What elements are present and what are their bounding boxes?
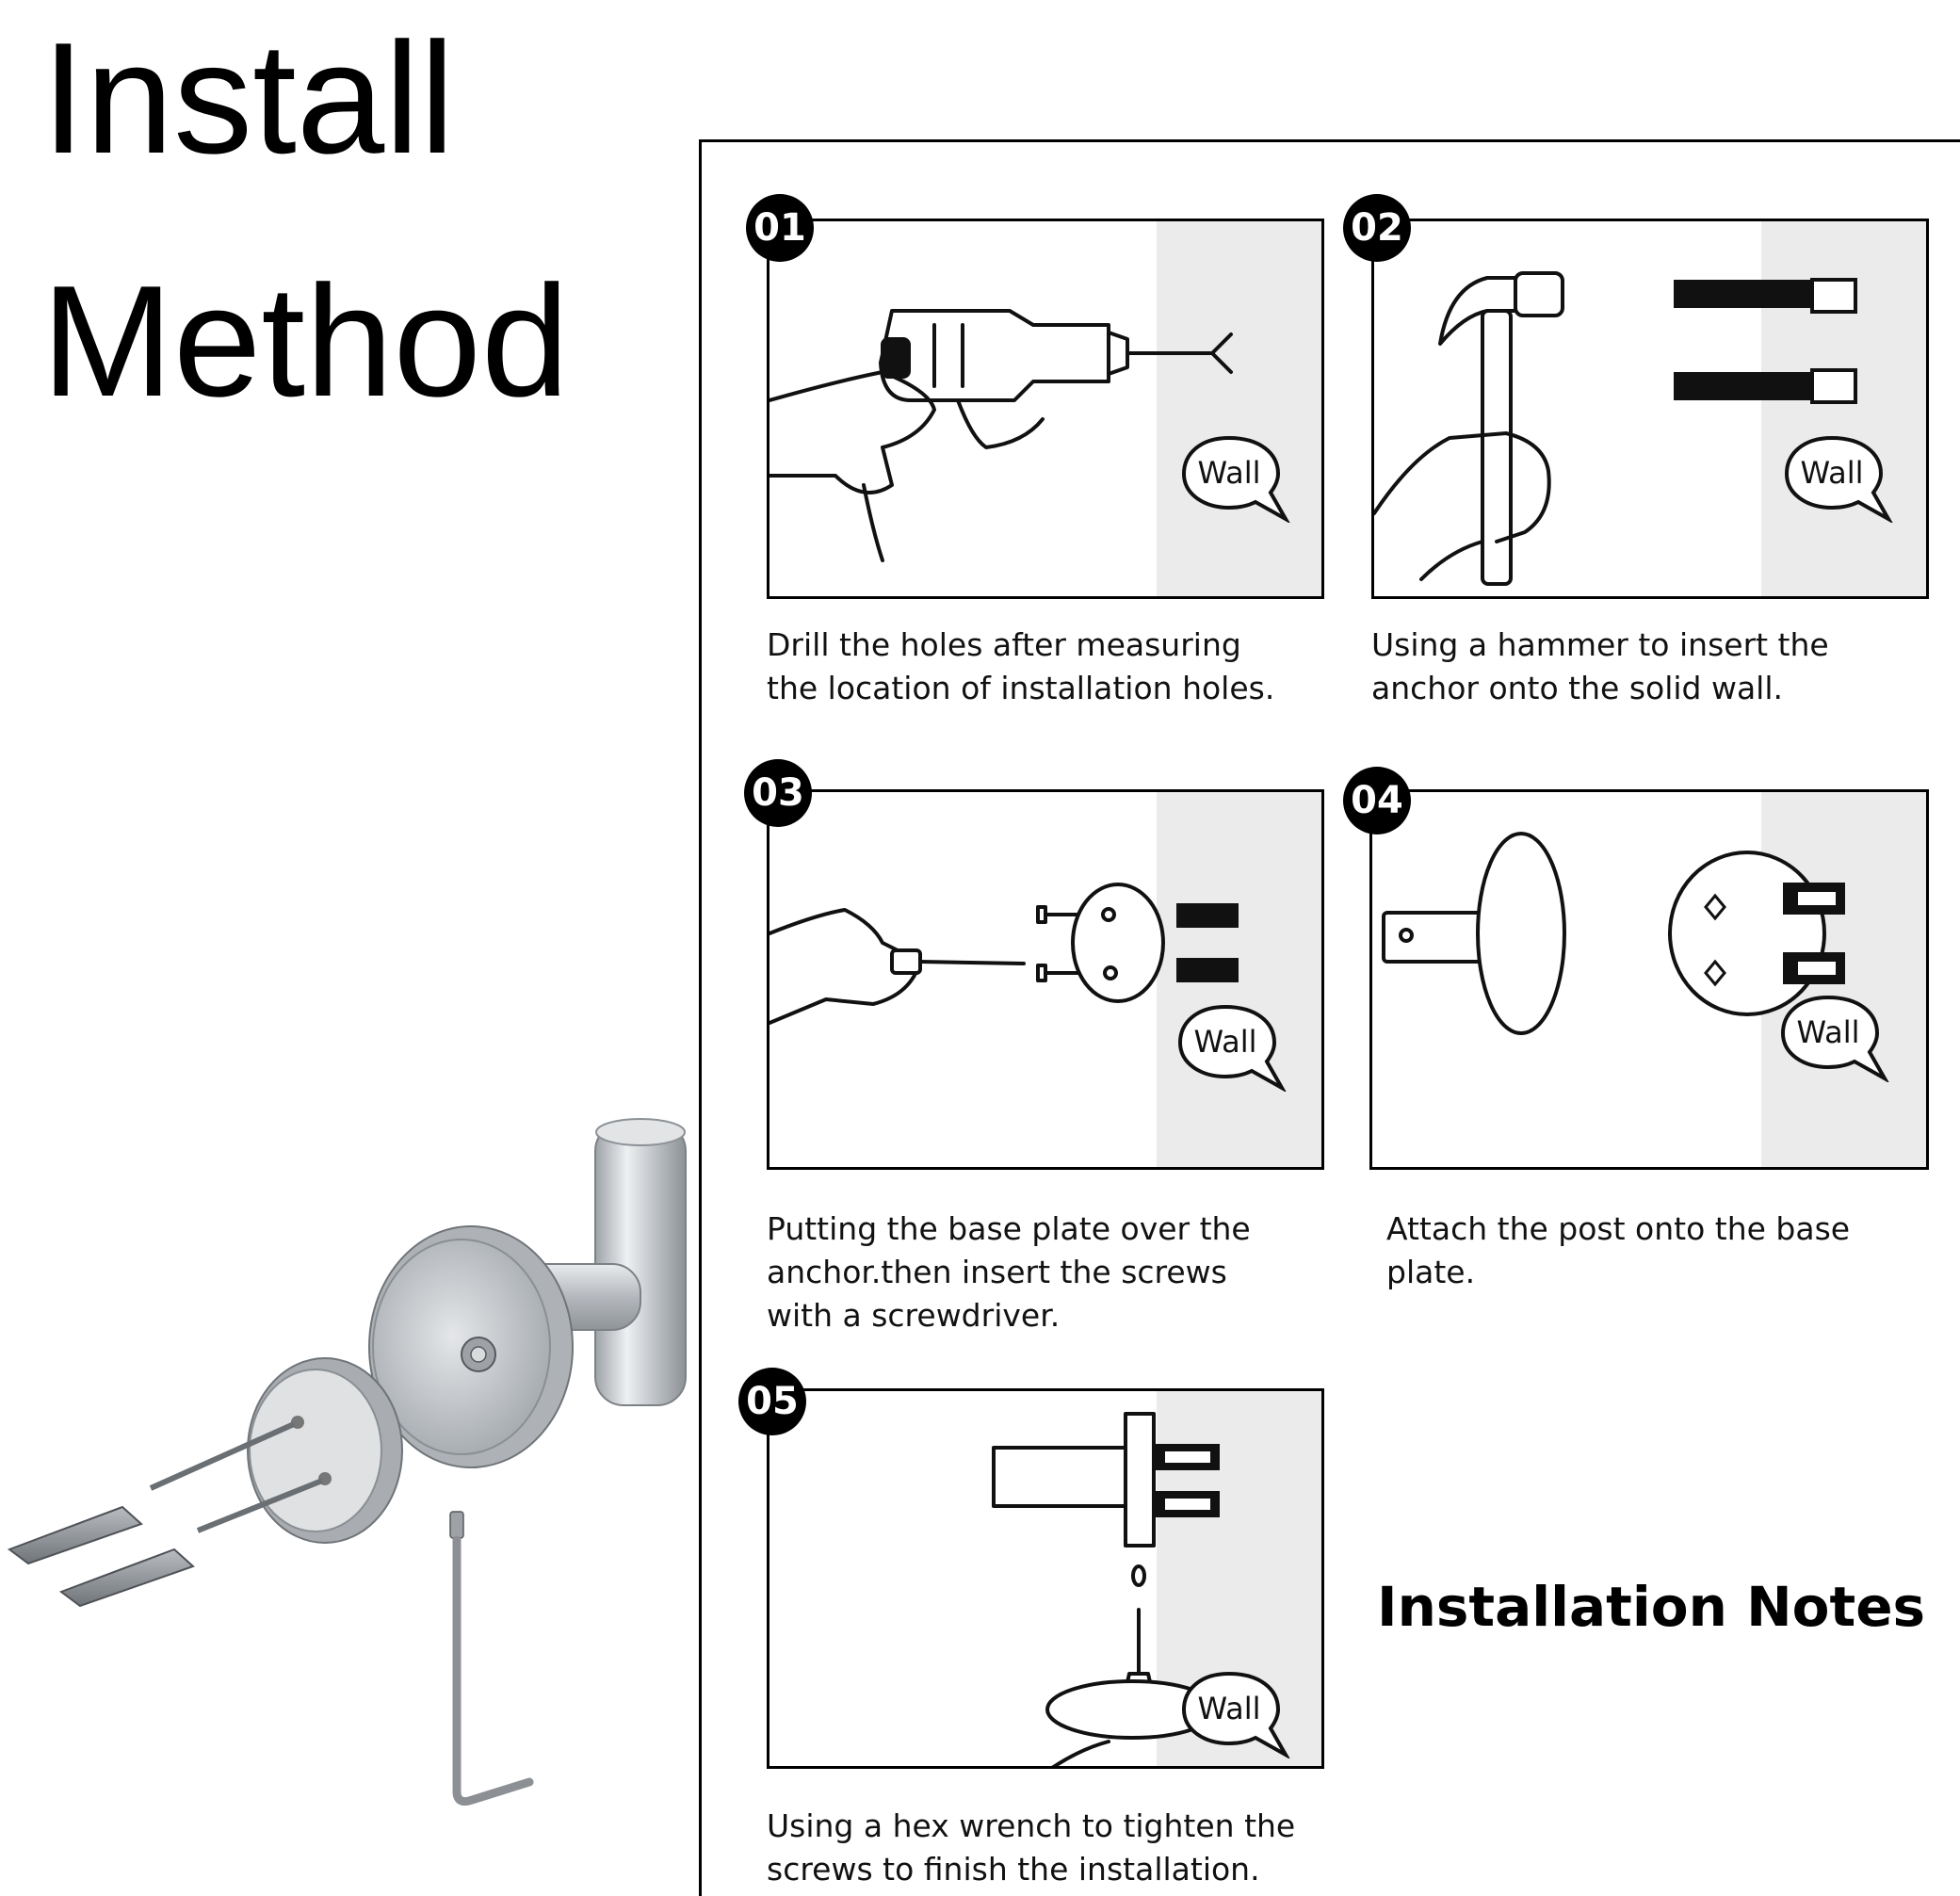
caption-line: screws to finish the installation.	[767, 1851, 1260, 1888]
caption-line: Using a hex wrench to tighten the	[767, 1807, 1296, 1844]
installation-notes-heading: Installation Notes	[1377, 1575, 1926, 1639]
step-01-panel: Wall	[767, 219, 1324, 599]
wall-speech-bubble: Wall	[1180, 432, 1293, 523]
product-exploded-view-illustration	[7, 1118, 687, 1806]
step-02-panel: Wall	[1371, 219, 1929, 599]
wall-label: Wall	[1193, 1024, 1257, 1060]
caption-line: Putting the base plate over the	[767, 1210, 1251, 1247]
step-04-badge: 04	[1343, 767, 1411, 835]
step-04-caption: Attach the post onto the base plate.	[1386, 1207, 1952, 1294]
post-attach-illustration	[1382, 832, 1845, 1035]
step-02-caption: Using a hammer to insert the anchor onto…	[1371, 624, 1936, 710]
page-title-line2: Method	[41, 252, 570, 429]
step-03-panel: Wall	[767, 789, 1324, 1170]
drill-illustration	[769, 309, 1233, 562]
caption-line: with a screwdriver.	[767, 1297, 1061, 1334]
page-title-line1: Install	[41, 9, 455, 186]
wall-surface	[1157, 221, 1321, 596]
wall-speech-bubble: Wall	[1783, 432, 1896, 523]
wall-speech-bubble: Wall	[1180, 1668, 1293, 1758]
wall-label: Wall	[1197, 1691, 1261, 1726]
caption-line: plate.	[1386, 1254, 1476, 1290]
caption-line: anchor.then insert the screws	[767, 1254, 1227, 1290]
hammer-illustration	[1374, 271, 1857, 586]
caption-line: Attach the post onto the base	[1386, 1210, 1851, 1247]
caption-line: Using a hammer to insert the	[1371, 626, 1829, 663]
step-03-caption: Putting the base plate over the anchor.t…	[767, 1207, 1332, 1337]
step-01-badge: 01	[746, 194, 814, 262]
wall-speech-bubble: Wall	[1779, 992, 1892, 1082]
step-05-panel: Wall	[767, 1388, 1324, 1769]
step-05-badge: 05	[738, 1368, 806, 1435]
caption-line: Drill the holes after measuring	[767, 626, 1241, 663]
caption-line: the location of installation holes.	[767, 670, 1275, 706]
wall-label: Wall	[1197, 455, 1261, 491]
screwdriver-illustration	[769, 883, 1239, 1025]
wall-label: Wall	[1796, 1014, 1860, 1050]
wall-label: Wall	[1800, 455, 1864, 491]
step-01-caption: Drill the holes after measuring the loca…	[767, 624, 1332, 710]
step-04-panel: Wall	[1369, 789, 1929, 1170]
instruction-sheet	[699, 139, 1960, 1896]
hex-wrench-illustration	[992, 1412, 1220, 1766]
wall-speech-bubble: Wall	[1176, 1001, 1289, 1092]
step-02-badge: 02	[1343, 194, 1411, 262]
step-05-caption: Using a hex wrench to tighten the screws…	[767, 1805, 1332, 1891]
caption-line: anchor onto the solid wall.	[1371, 670, 1784, 706]
step-03-badge: 03	[744, 759, 812, 827]
